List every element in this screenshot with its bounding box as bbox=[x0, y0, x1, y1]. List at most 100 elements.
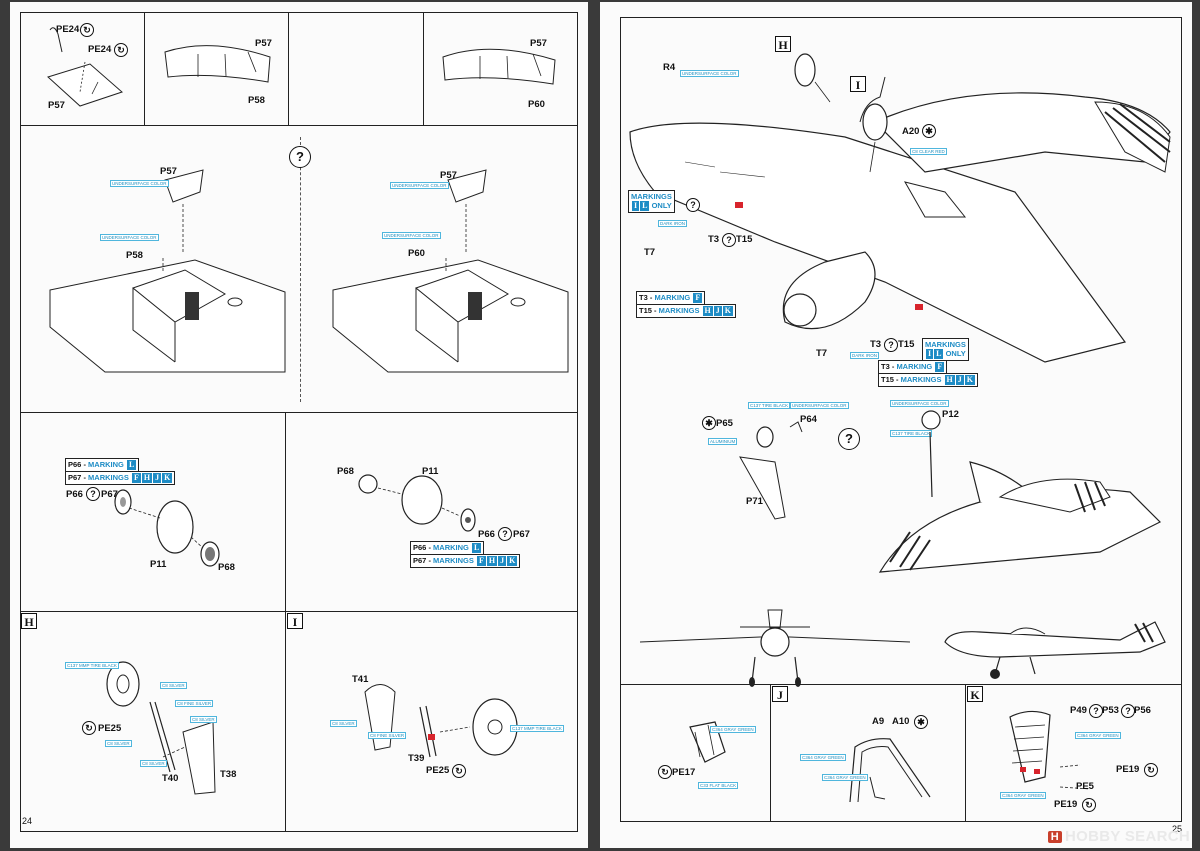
part-label: A9 bbox=[872, 716, 885, 727]
section-letter-box: H bbox=[21, 613, 37, 629]
marking-code: H bbox=[486, 556, 498, 566]
paint-callout: C8 SILVER bbox=[140, 760, 167, 767]
marking-code: L bbox=[934, 349, 944, 359]
optional-part-icon: ? bbox=[838, 428, 860, 450]
optional-part-icon: ? bbox=[86, 487, 100, 501]
part-label: T7 bbox=[816, 348, 828, 359]
marking-code: K bbox=[162, 473, 173, 483]
part-label: T38 bbox=[220, 769, 237, 780]
marking-code: F bbox=[935, 362, 945, 372]
paint-callout: ALUMINIUM bbox=[708, 438, 738, 445]
part-label: PE24 bbox=[88, 44, 112, 55]
part-label: P67 bbox=[68, 473, 82, 482]
part-label: PE17 bbox=[672, 767, 696, 778]
marking-text: MARKING bbox=[88, 460, 124, 469]
marking-text: MARKINGS bbox=[433, 556, 474, 565]
marking-code: F bbox=[476, 556, 486, 566]
optional-part-icon: ? bbox=[1089, 704, 1103, 718]
marking-code: J bbox=[713, 306, 722, 316]
marking-code: K bbox=[722, 306, 734, 316]
part-label: P57 bbox=[48, 100, 65, 111]
watermark-text: HOBBY SEARCH bbox=[1064, 828, 1190, 845]
part-label: P65 bbox=[716, 418, 733, 429]
marking-text: MARKING bbox=[433, 543, 469, 552]
optional-part-icon: ? bbox=[1121, 704, 1135, 718]
clear-part-icon: ✱ bbox=[914, 715, 928, 729]
marking-code: L bbox=[471, 543, 482, 553]
marking-text: MARKINGS bbox=[658, 306, 700, 315]
part-label: T7 bbox=[644, 247, 656, 258]
part-label: PE24 bbox=[56, 24, 80, 35]
marking-line: T3 - MARKING F bbox=[636, 291, 706, 305]
paint-callout: C364 GRAY GREEN bbox=[800, 754, 846, 761]
marking-code: F bbox=[131, 473, 141, 483]
bend-symbol-icon: ↻ bbox=[1082, 798, 1096, 812]
marking-code: F bbox=[693, 293, 703, 303]
left-page: PE24 ↻ PE24 ↻ P57 P57 P58 P57 P60 ? P57 … bbox=[10, 2, 588, 848]
page-number: 25 bbox=[1172, 824, 1183, 834]
marking-code: K bbox=[507, 556, 518, 566]
tailwheel-drawing bbox=[739, 421, 803, 520]
paint-callout: C364 GRAY GREEN bbox=[1075, 732, 1121, 739]
marking-text: MARKINGS bbox=[88, 473, 129, 482]
marking-line: P66 - MARKING L bbox=[410, 541, 485, 555]
paint-callout: C8 SILVER bbox=[160, 682, 187, 689]
part-label: P66 bbox=[413, 543, 427, 552]
part-label: P68 bbox=[218, 562, 235, 573]
paint-callout: C8 FINE SILVER bbox=[368, 732, 407, 739]
part-label: T39 bbox=[408, 753, 425, 764]
tail-drawing bbox=[878, 410, 1162, 573]
section-letter-box: I bbox=[850, 76, 866, 92]
panel-drawing bbox=[442, 48, 556, 85]
part-label: P49 bbox=[1070, 705, 1087, 716]
section-letter-box: J bbox=[772, 686, 788, 702]
part-label: T40 bbox=[162, 773, 179, 784]
part-label: P58 bbox=[126, 250, 143, 261]
section-letter-box: H bbox=[775, 36, 791, 52]
part-label: PE25 bbox=[426, 765, 450, 776]
optional-part-icon: ? bbox=[722, 233, 736, 247]
part-label: P11 bbox=[422, 466, 439, 477]
part-label: P67 bbox=[413, 556, 427, 565]
part-label: T3 bbox=[639, 293, 648, 302]
section-letter-box: K bbox=[967, 686, 983, 702]
fuselage-drawing-right bbox=[332, 169, 569, 373]
paint-callout: C137 TIRE BLACK bbox=[890, 430, 933, 437]
marking-code: H bbox=[141, 473, 153, 483]
part-label: P53 bbox=[1102, 705, 1119, 716]
divider bbox=[20, 611, 578, 612]
part-label: A10 bbox=[892, 716, 910, 727]
divider bbox=[620, 684, 1182, 685]
part-label: T3 bbox=[708, 234, 720, 245]
part-label: P57 bbox=[255, 38, 272, 49]
right-page-frame bbox=[620, 17, 1182, 822]
spitfire-underside-drawing bbox=[629, 53, 1171, 363]
paint-callout: UNDERSURFACE COLOR bbox=[382, 232, 441, 239]
marking-line: P66 - MARKING L bbox=[65, 458, 140, 472]
side-view-drawing bbox=[944, 621, 1166, 679]
part-label: P60 bbox=[408, 248, 425, 259]
part-label: T3 bbox=[881, 362, 890, 371]
paint-callout: C137 TIRE BLACK bbox=[748, 402, 791, 409]
part-label: P57 bbox=[440, 170, 457, 181]
optional-part-icon: ? bbox=[498, 527, 512, 541]
marking-code: L bbox=[640, 201, 650, 211]
part-drawing bbox=[849, 738, 931, 803]
part-label: P71 bbox=[746, 496, 763, 507]
part-label: PE25 bbox=[98, 723, 122, 734]
paint-callout: UNDERSURFACE COLOR bbox=[100, 234, 159, 241]
part-label: P60 bbox=[528, 99, 545, 110]
part-label: P66 bbox=[478, 529, 495, 540]
marking-code: K bbox=[964, 375, 976, 385]
part-label: P67 bbox=[513, 529, 530, 540]
paint-callout: UNDERSURFACE COLOR bbox=[890, 400, 949, 407]
right-page: H I R4 UNDERSURFACE COLOR A20 ✱ C8 CLEAR… bbox=[600, 2, 1192, 848]
part-label: P66 bbox=[68, 460, 82, 469]
marking-text: MARKINGS bbox=[900, 375, 942, 384]
part-label: PE19 bbox=[1054, 799, 1078, 810]
clear-part-icon: ✱ bbox=[702, 416, 716, 430]
